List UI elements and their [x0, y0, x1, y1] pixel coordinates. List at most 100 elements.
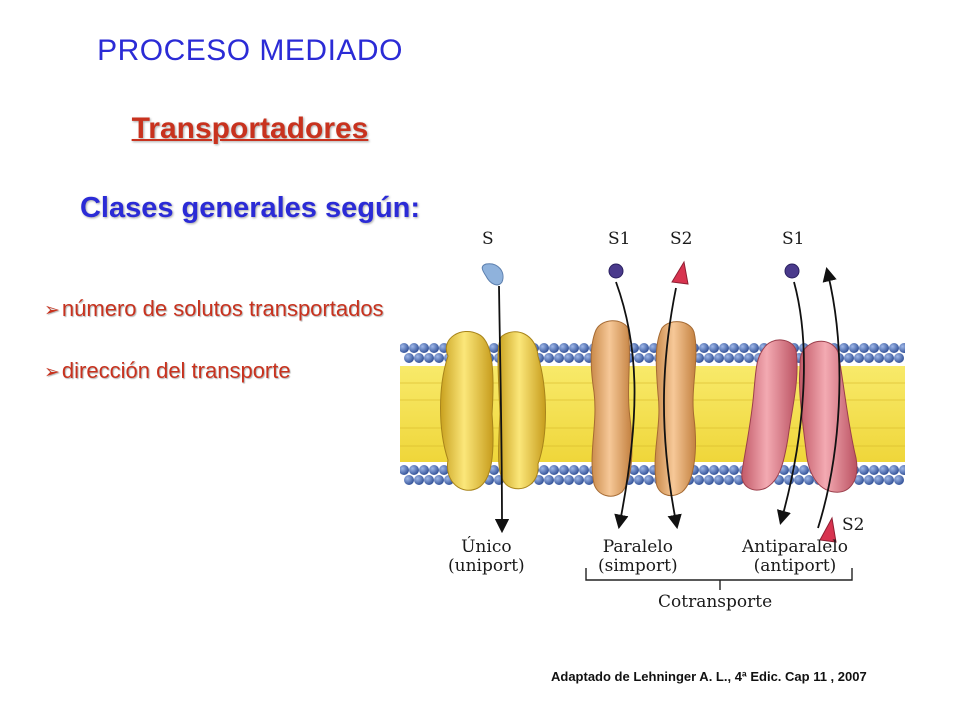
solute-label: S1 — [782, 229, 805, 249]
lipid-head — [399, 465, 409, 475]
solute-s1-icon — [784, 263, 800, 279]
lipid-head — [889, 465, 899, 475]
antiport-protein — [741, 339, 858, 493]
transport-type-label: Único (uniport) — [448, 538, 525, 576]
solute-label: S1 — [608, 229, 631, 249]
lipid-head — [634, 353, 644, 363]
membrane-transport-diagram: S S1 S2 S1 S2 Único (uniport) Paralelo (… — [399, 218, 909, 628]
lipid-head — [849, 343, 859, 353]
lipid-head — [539, 465, 549, 475]
lipid-head — [424, 353, 434, 363]
transport-type-term: (simport) — [598, 556, 678, 576]
lipid-head — [714, 475, 724, 485]
subtitle: Transportadores — [131, 112, 369, 145]
lipid-head — [879, 343, 889, 353]
lipid-head — [629, 465, 639, 475]
lipid-head — [859, 465, 869, 475]
bullet-text: dirección del transporte — [61, 358, 291, 383]
lipid-head — [694, 475, 704, 485]
lipid-head — [894, 353, 904, 363]
lipid-head — [699, 343, 709, 353]
lipid-head — [714, 353, 724, 363]
lipid-head — [719, 465, 729, 475]
lipid-head — [579, 465, 589, 475]
lipid-head — [839, 343, 849, 353]
lipid-head — [544, 353, 554, 363]
lipid-head — [434, 475, 444, 485]
solute-s1-icon — [608, 263, 624, 279]
transport-type-name: Único — [461, 537, 512, 557]
solute-label: S — [482, 229, 494, 249]
lipid-head — [564, 475, 574, 485]
lipid-head — [899, 465, 909, 475]
lipid-head — [704, 353, 714, 363]
lipid-head — [634, 475, 644, 485]
lipid-head — [559, 465, 569, 475]
solute-s-icon — [481, 263, 504, 286]
transport-type-label: Antiparalelo (antiport) — [742, 538, 848, 576]
lipid-head — [854, 475, 864, 485]
lipid-head — [704, 475, 714, 485]
lipid-head — [864, 475, 874, 485]
cotransport-label: Cotransporte — [658, 592, 773, 612]
lipid-head — [844, 353, 854, 363]
lipid-head — [419, 343, 429, 353]
solute-s2-icon — [671, 260, 689, 285]
lipid-head — [644, 475, 654, 485]
lipid-head — [544, 475, 554, 485]
lipid-head — [429, 465, 439, 475]
simport-s1-arrow — [614, 281, 636, 530]
solute-label: S2 — [670, 229, 693, 249]
lipid-head — [399, 343, 409, 353]
lipid-head — [434, 353, 444, 363]
lipid-head — [734, 353, 744, 363]
lipid-head — [724, 353, 734, 363]
bullet-text: número de solutos transportados — [61, 296, 384, 321]
lipid-head — [419, 465, 429, 475]
lipid-head — [554, 353, 564, 363]
transport-type-term: (antiport) — [753, 556, 837, 576]
lipid-head — [864, 353, 874, 363]
lipid-head — [639, 465, 649, 475]
lipid-head — [874, 475, 884, 485]
lipid-head — [559, 343, 569, 353]
lipid-head — [414, 475, 424, 485]
simport-s2-arrow — [663, 287, 682, 530]
lipid-head — [724, 475, 734, 485]
lipid-head — [549, 343, 559, 353]
lipid-head — [749, 343, 759, 353]
antiport-s2-arrow — [817, 266, 841, 529]
transport-type-name: Paralelo — [602, 537, 673, 557]
lipid-head — [569, 465, 579, 475]
lipid-head — [879, 465, 889, 475]
lipid-head — [644, 353, 654, 363]
lipid-head — [894, 475, 904, 485]
page-title: PROCESO MEDIADO — [97, 34, 403, 67]
bullet-item: ➢número de solutos transportados — [44, 296, 384, 322]
lipid-head — [699, 465, 709, 475]
solute-s2-icon — [819, 516, 837, 543]
lipid-head — [709, 343, 719, 353]
lipid-head — [539, 343, 549, 353]
membrane-figure — [399, 260, 909, 590]
lipid-head — [869, 465, 879, 475]
lipid-head — [439, 465, 449, 475]
uniport-protein — [440, 331, 546, 491]
lipid-head — [709, 465, 719, 475]
lipid-head — [549, 465, 559, 475]
lipid-head — [719, 343, 729, 353]
lipid-head — [804, 475, 814, 485]
bullet-item: ➢dirección del transporte — [44, 358, 291, 384]
lipid-head — [414, 353, 424, 363]
lipid-head — [429, 343, 439, 353]
citation: Adaptado de Lehninger A. L., 4ª Edic. Ca… — [551, 669, 867, 684]
lipid-head — [409, 343, 419, 353]
lipid-head — [869, 343, 879, 353]
lipid-head — [799, 465, 809, 475]
lipid-head — [874, 353, 884, 363]
antiport-s1-arrow — [776, 281, 805, 525]
lipid-head — [889, 343, 899, 353]
lipid-head — [554, 475, 564, 485]
lipid-head — [489, 343, 499, 353]
